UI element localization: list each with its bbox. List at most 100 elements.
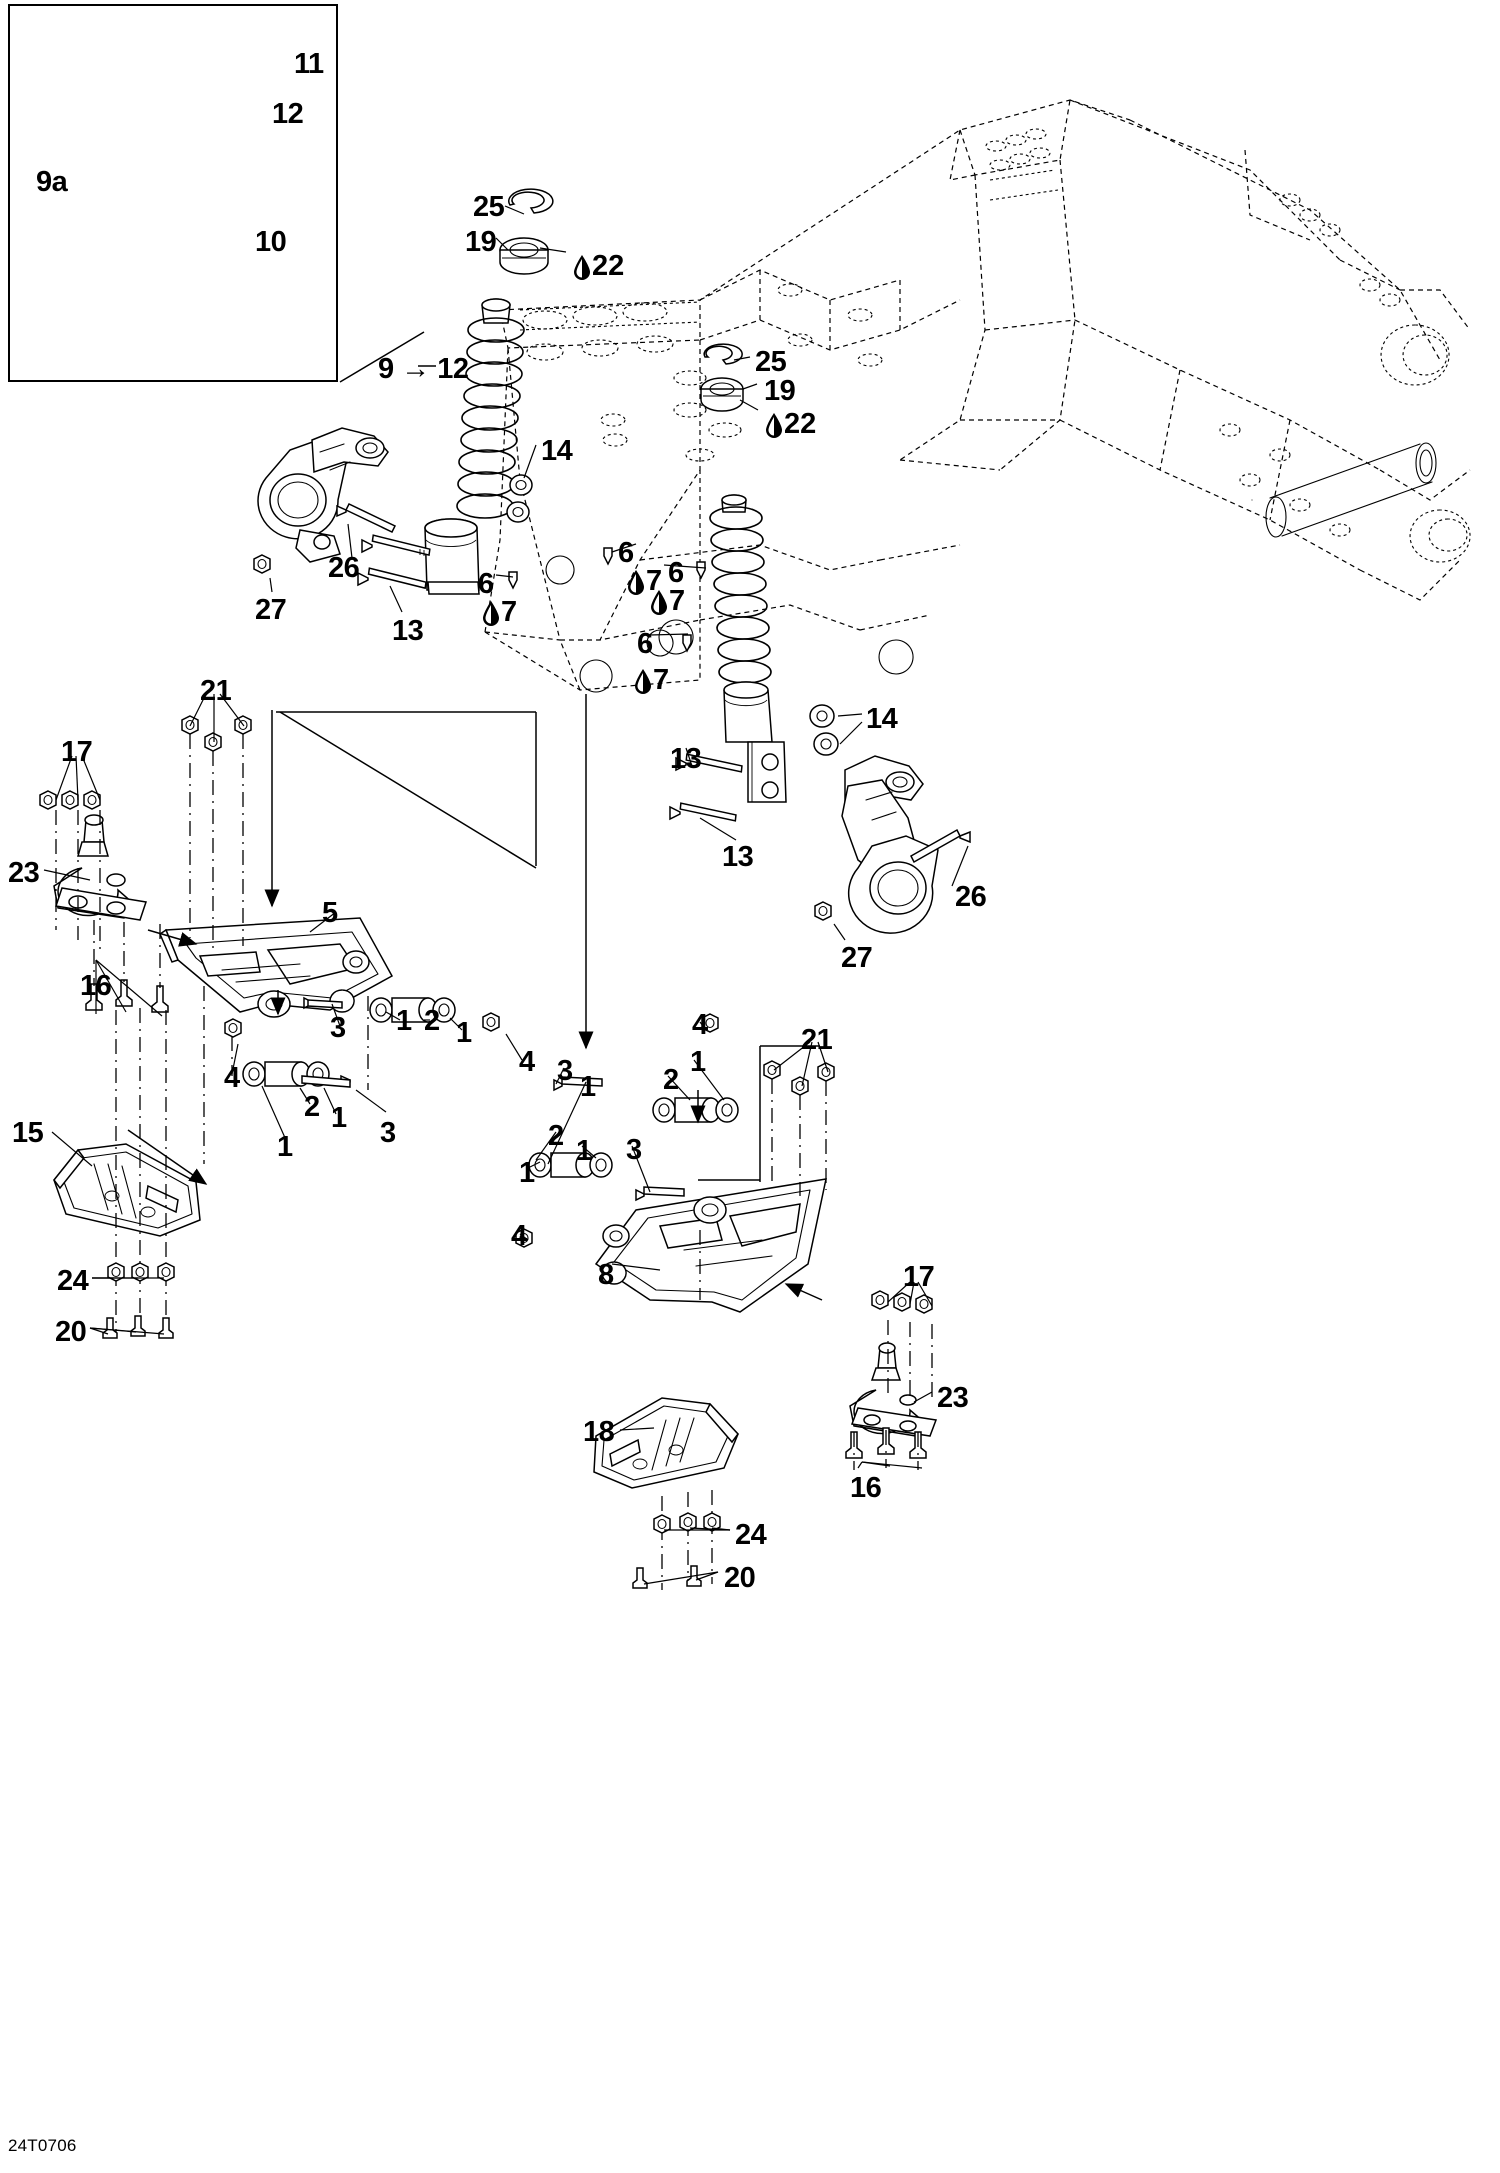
- part-25-ring-left: [508, 188, 554, 214]
- callout-c-20a: 20: [55, 1316, 87, 1348]
- inset-detail-box: [8, 4, 338, 382]
- grease-drop-icon: [574, 254, 590, 280]
- callout-c-16b: 16: [850, 1472, 882, 1504]
- callout-c-3d: 3: [626, 1134, 642, 1166]
- callout-c-4c: 4: [692, 1009, 708, 1041]
- callout-c-16a: 16: [80, 970, 112, 1002]
- callout-c-6c: 6: [668, 557, 684, 589]
- part-17-nuts-right: [871, 1290, 933, 1314]
- callout-c-23b: 23: [937, 1382, 969, 1414]
- callout-c-1h: 1: [519, 1157, 535, 1189]
- callout-c-23a: 23: [8, 857, 40, 889]
- callout-c-26a: 26: [328, 552, 360, 584]
- part-17-nuts-left: [39, 790, 101, 810]
- callout-c-21a: 21: [200, 675, 232, 707]
- part-26-bolt-left: [336, 503, 397, 533]
- callout-c-14a: 14: [541, 435, 573, 467]
- callout-c-20b: 20: [724, 1562, 756, 1594]
- callout-c-24b: 24: [735, 1519, 767, 1551]
- hardware-items: [253, 474, 971, 921]
- grease-drop-icon: [483, 600, 499, 626]
- part-24-20-left: [102, 1262, 175, 1339]
- callout-number: 7: [669, 585, 686, 617]
- part-18-right-guard: [593, 1397, 739, 1489]
- callout-c-3b: 3: [380, 1117, 396, 1149]
- grease-drop-icon: [635, 668, 651, 694]
- callout-c-13b: 13: [670, 743, 702, 775]
- callout-number: 7: [646, 565, 663, 597]
- part-23-ball-joint-left: [53, 814, 147, 921]
- callout-c-5: 5: [322, 897, 338, 929]
- part-25-ring-right: [703, 343, 743, 365]
- part-21-nuts-right: [763, 1060, 835, 1096]
- callout-11: 11: [294, 48, 324, 80]
- part-26-bolt-right: [910, 828, 971, 864]
- grease-drop-icon: [651, 589, 667, 615]
- part-27-nut-left: [253, 554, 271, 574]
- left-shock-body: [424, 298, 525, 595]
- callout-c-26b: 26: [955, 881, 987, 913]
- callout-c-21b: 21: [801, 1024, 833, 1056]
- callout-c-9-12: 9 → 12: [378, 353, 469, 385]
- callout-c-4b: 4: [224, 1062, 240, 1094]
- callout-c-1b: 1: [456, 1017, 472, 1049]
- callout-number: 7: [501, 596, 518, 628]
- callout-c-22b: 22: [765, 408, 816, 441]
- callout-c-19a: 19: [465, 226, 497, 258]
- right-shock-body: [709, 494, 787, 803]
- callout-c-27a: 27: [255, 594, 287, 626]
- part-16-screws-right: [845, 1427, 927, 1459]
- axis-lines-right: [661, 1079, 933, 1590]
- part-14-bushing-right: [809, 704, 839, 756]
- callout-leader-lines: [43, 205, 969, 1585]
- callout-c-7d: 7: [634, 664, 669, 697]
- axis-lines-left: [55, 734, 369, 1336]
- part-13-bolt-left: [357, 534, 431, 590]
- part-19-nut-left: [499, 237, 549, 275]
- grease-drop-icon: [628, 569, 644, 595]
- callout-number: 22: [784, 408, 817, 440]
- callout-c-24a: 24: [57, 1265, 89, 1297]
- callout-c-18: 18: [583, 1416, 615, 1448]
- callout-c-8: 8: [598, 1259, 614, 1291]
- right-ball-joint-group: [845, 1290, 938, 1459]
- callout-c-6b: 6: [618, 537, 634, 569]
- callout-c-6a: 6: [478, 568, 494, 600]
- callout-c-1f: 1: [690, 1046, 706, 1078]
- callout-c-2c: 2: [663, 1064, 679, 1096]
- part-23-ball-joint-right: [849, 1342, 938, 1437]
- callout-c-2a: 2: [424, 1005, 440, 1037]
- callout-c-6d: 6: [637, 628, 653, 660]
- callout-c-14b: 14: [866, 703, 898, 735]
- drawing-code: 24T0706: [8, 2136, 77, 2155]
- callout-c-1c: 1: [331, 1102, 347, 1134]
- callout-c-25b: 25: [755, 346, 787, 378]
- callout-c-22a: 22: [573, 250, 624, 283]
- callout-number: 22: [592, 250, 625, 282]
- part-8-right-control-arm: [594, 1178, 827, 1313]
- callout-c-13c: 13: [722, 841, 754, 873]
- callout-c-1e: 1: [580, 1071, 596, 1103]
- callout-c-1d: 1: [277, 1131, 293, 1163]
- callout-c-19b: 19: [764, 375, 796, 407]
- callout-c-4d: 4: [511, 1220, 527, 1252]
- part-24-20-right: [632, 1512, 721, 1589]
- left-knuckle-spindle: [257, 427, 389, 563]
- part-14-bushing-left: [506, 474, 533, 523]
- callout-c-13a: 13: [392, 615, 424, 647]
- part-21-nuts-left: [181, 715, 252, 752]
- part-5-left-control-arm: [159, 917, 394, 1018]
- callout-9a: 9a: [36, 166, 68, 198]
- callout-c-17b: 17: [903, 1261, 935, 1293]
- part-27-nut-right: [814, 901, 832, 921]
- grease-drop-icon: [766, 412, 782, 438]
- callout-c-7b: 7: [627, 565, 662, 598]
- callout-c-3c: 3: [557, 1055, 573, 1087]
- callout-c-1g: 1: [576, 1135, 592, 1167]
- callout-10: 10: [255, 226, 287, 258]
- callout-c-27b: 27: [841, 942, 873, 974]
- callout-number: 7: [653, 664, 670, 696]
- callout-c-17a: 17: [61, 736, 93, 768]
- callout-c-3a: 3: [330, 1012, 346, 1044]
- callout-c-7a: 7: [482, 596, 517, 629]
